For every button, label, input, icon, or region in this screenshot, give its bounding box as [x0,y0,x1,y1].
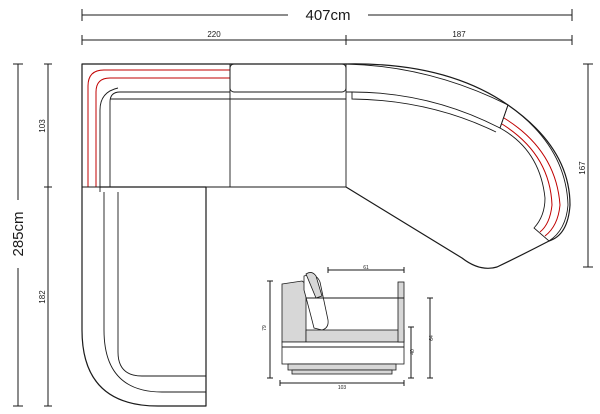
profile-back [281,280,307,343]
arm-height-label: 64 [429,335,435,341]
chaise-length-label: 182 [38,290,47,304]
curved-red-stitch-inner [501,123,553,233]
profile-headrest [305,272,323,299]
corner-depth-label: 103 [38,119,47,133]
section-width-dimensions: 220 187 [81,30,573,45]
curved-end-backrest [499,104,569,242]
curved-section-outline [345,63,571,269]
depth-dimensions: 285cm 103 182 [10,63,52,407]
corner-red-stitch-outer [87,69,230,187]
profile-base [281,341,405,365]
profile-plinth [287,363,397,371]
sofa-plan [81,63,571,407]
curved-backrest [345,63,509,129]
back-height-label: 79 [262,325,268,331]
chaise-back-inner [103,192,206,393]
side-profile-view: 61 79 40 64 103 [262,265,435,391]
chaise-seat-line [117,192,206,377]
overall-depth-label: 103 [338,385,347,391]
curved-red-stitch-outer [503,117,561,237]
total-depth-label: 285cm [10,211,27,256]
curve-depth-dimension: 167 [578,63,593,268]
corner-red-stitch-inner [95,77,230,187]
corner-backrest [82,63,231,188]
middle-backrest [229,63,347,93]
profile-foot [291,369,393,375]
curve-depth-label: 167 [578,161,587,175]
left-width-label: 220 [207,30,221,39]
seat-depth-label: 61 [363,265,369,271]
total-width-label: 407cm [305,7,350,24]
profile-seat [305,329,405,343]
profile-arm-end [397,281,405,343]
right-width-label: 187 [452,30,466,39]
seat-height-label: 40 [410,349,416,355]
total-width-dimension: 407cm [81,7,573,24]
